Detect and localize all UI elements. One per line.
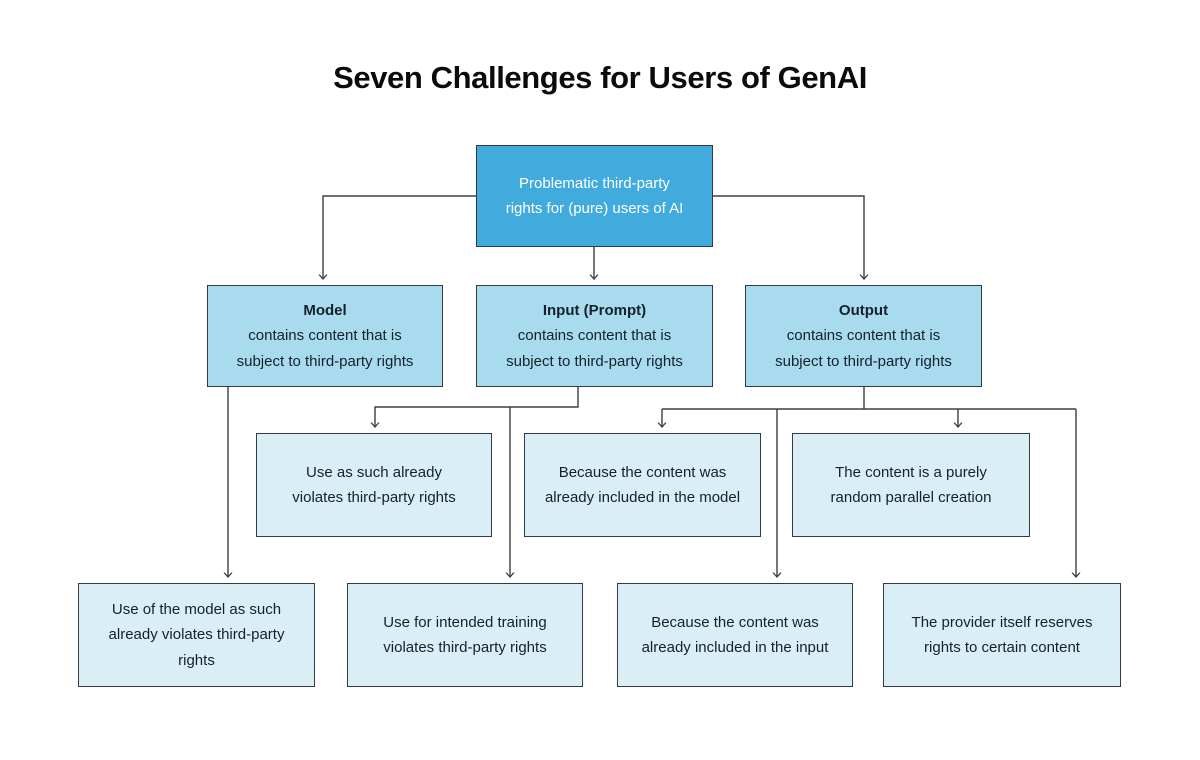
- page-title: Seven Challenges for Users of GenAI: [333, 60, 867, 95]
- node-text: The content is a purely random parallel …: [830, 463, 992, 507]
- node-title: Input (Prompt): [542, 301, 647, 319]
- node-title: Output: [838, 301, 889, 319]
- node-title: Model: [303, 301, 347, 319]
- node-training-violates: Use for intended training violates third…: [347, 583, 583, 687]
- node-text: Use of the model as such already violate…: [108, 600, 285, 669]
- node-content-included-in-model: Because the content was already included…: [524, 433, 761, 537]
- node-text: Because the content was already included…: [544, 463, 741, 507]
- node-text: Use for intended training violates third…: [383, 613, 547, 657]
- node-problematic-third-party-rights: Problematic third-party rights for (pure…: [476, 145, 713, 247]
- node-text: contains content that is subject to thir…: [236, 327, 414, 370]
- connector-root-to-output: [713, 195, 864, 278]
- node-text: contains content that is subject to thir…: [506, 327, 683, 370]
- node-text: Use as such already violates third-party…: [292, 463, 456, 507]
- node-text: The provider itself reserves rights to c…: [911, 613, 1093, 657]
- node-provider-reserves-rights: The provider itself reserves rights to c…: [883, 583, 1121, 687]
- node-text: Problematic third-party rights for (pure…: [505, 174, 684, 218]
- node-model: Model contains content that is subject t…: [207, 285, 443, 387]
- node-text: contains content that is subject to thir…: [775, 327, 952, 370]
- node-use-as-such-violates: Use as such already violates third-party…: [256, 433, 492, 537]
- node-content-included-in-input: Because the content was already included…: [617, 583, 853, 687]
- node-output: Output contains content that is subject …: [745, 285, 982, 387]
- connector-input-to-use-as-such: [375, 387, 579, 426]
- node-text: Because the content was already included…: [641, 613, 829, 657]
- node-use-of-model-violates: Use of the model as such already violate…: [78, 583, 315, 687]
- connector-root-to-model: [323, 195, 476, 278]
- node-input-prompt: Input (Prompt) contains content that is …: [476, 285, 713, 387]
- node-random-parallel-creation: The content is a purely random parallel …: [792, 433, 1030, 537]
